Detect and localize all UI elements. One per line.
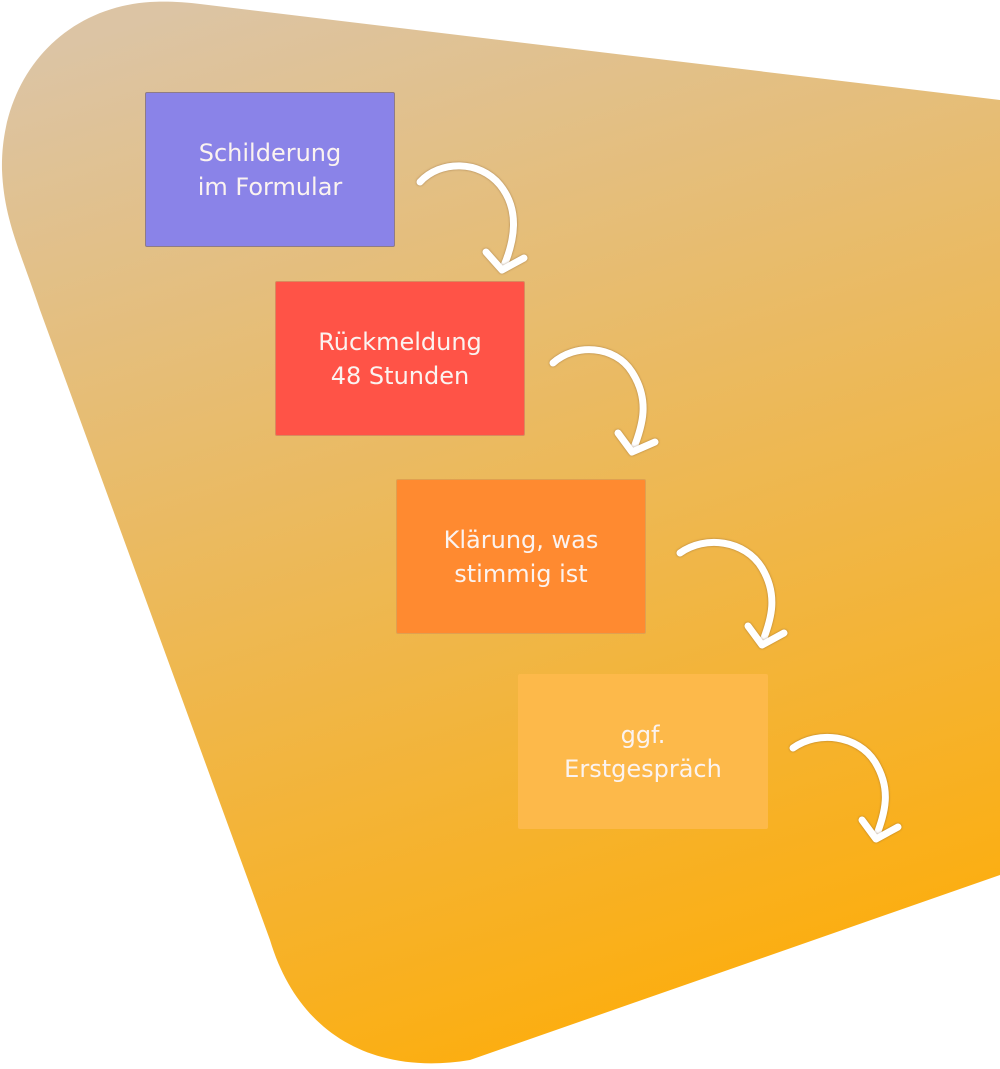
- step-label-2: Rückmeldung 48 Stunden: [318, 327, 482, 390]
- step-box-4: ggf. Erstgespräch: [518, 674, 768, 829]
- step-box-1: Schilderung im Formular: [145, 92, 395, 247]
- step-label-3: Klärung, was stimmig ist: [443, 525, 599, 588]
- step-label-4: ggf. Erstgespräch: [564, 720, 722, 783]
- step-box-3: Klärung, was stimmig ist: [396, 479, 646, 634]
- step-box-2: Rückmeldung 48 Stunden: [275, 281, 525, 436]
- step-label-1: Schilderung im Formular: [197, 138, 343, 201]
